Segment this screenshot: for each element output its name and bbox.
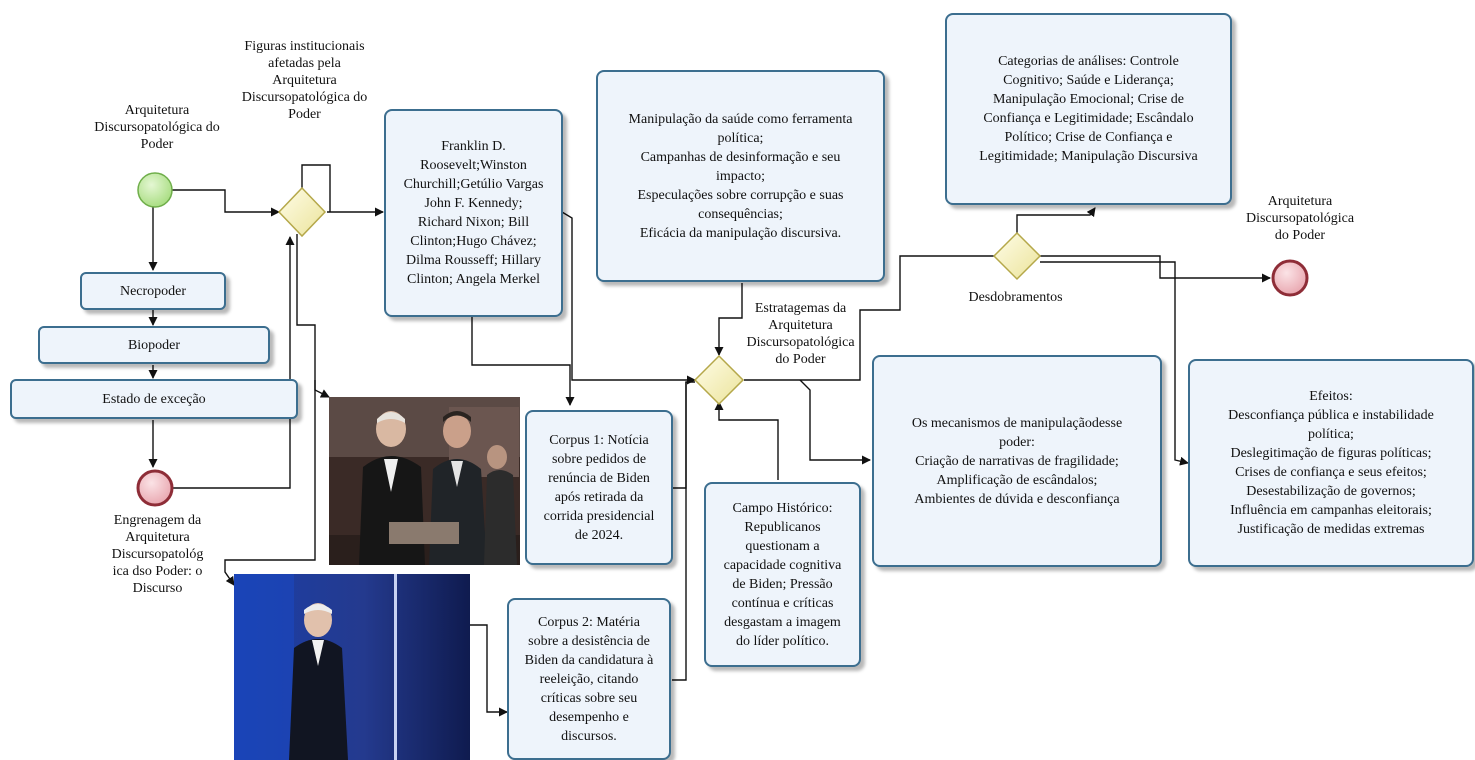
flow-engrenagem-to-institutional-gateway (172, 236, 295, 489)
engrenagem-end-event[interactable] (136, 469, 174, 507)
campo-historico-box[interactable]: Campo Histórico: Republicanos questionam… (704, 482, 861, 667)
flow-photo2-to-corpus2 (470, 624, 508, 717)
flow-figures-to-strategems (561, 211, 696, 385)
institutional-gateway[interactable] (277, 186, 327, 238)
flow-corpus1-to-strategems (672, 381, 695, 489)
necropoder-box[interactable]: Necropoder (80, 272, 226, 310)
flow-campo-to-strategems (714, 401, 779, 480)
corpus2-box[interactable]: Corpus 2: Matéria sobre a desistência de… (507, 598, 671, 760)
corpus1-box[interactable]: Corpus 1: Notícia sobre pedidos de renún… (525, 410, 673, 565)
institutional-gateway-label: Figuras institucionais afetadas pela Arq… (241, 39, 368, 122)
end-event-label: Arquitetura Discursopatológica do Poder (1245, 194, 1355, 243)
start-event-label: Arquitetura Discursopatológica do Poder (94, 103, 220, 152)
corpus1-photo (329, 397, 520, 565)
biopoder-box[interactable]: Biopoder (38, 326, 270, 364)
effects-box[interactable]: Efeitos: Desconfiança pública e instabil… (1188, 359, 1474, 567)
flow-desdobramentos-to-effects (1040, 261, 1189, 466)
flow-strategems-to-mechanisms (799, 379, 871, 465)
flow-desdobramentos-to-categories (1016, 207, 1096, 233)
figures-box[interactable]: Franklin D. Roosevelt;Winston Churchill;… (384, 109, 563, 317)
corpus2-photo-image (234, 574, 470, 760)
flow-start-to-institutional-gateway (172, 189, 280, 217)
flow-strategems-to-desdobramentos (744, 255, 995, 381)
strategems-gateway[interactable] (693, 354, 745, 406)
manipulation-box[interactable]: Manipulação da saúde como ferramenta pol… (596, 70, 885, 282)
mechanisms-box[interactable]: Os mecanismos de manipulaçãodesse poder:… (872, 355, 1162, 567)
flow-figures-to-corpus1 (471, 317, 575, 406)
strategems-gateway-label: Estratagemas da Arquitetura Discursopato… (746, 301, 855, 367)
flow-corpus2-to-strategems (672, 382, 687, 681)
flow-institutional-gateway-top (301, 164, 331, 212)
categories-box[interactable]: Categorias de análises: Controle Cogniti… (945, 13, 1232, 205)
flow-institutional-gateway-loop (224, 234, 316, 586)
flow-desdobramentos-to-end (1040, 255, 1271, 283)
estado-de-excecao-box[interactable]: Estado de exceção (10, 379, 298, 419)
start-event[interactable] (137, 172, 173, 208)
flow-to-corpus1-photo (314, 380, 330, 398)
desdobramentos-gateway[interactable] (992, 231, 1042, 281)
desdobramentos-label: Desdobramentos (968, 290, 1063, 305)
corpus1-photo-image (329, 397, 520, 565)
flow-manipulation-to-strategems (714, 283, 743, 356)
corpus2-photo (234, 574, 470, 760)
end-event[interactable] (1271, 259, 1309, 297)
engrenagem-label: Engrenagem da Arquitetura Discursopatoló… (111, 513, 204, 596)
